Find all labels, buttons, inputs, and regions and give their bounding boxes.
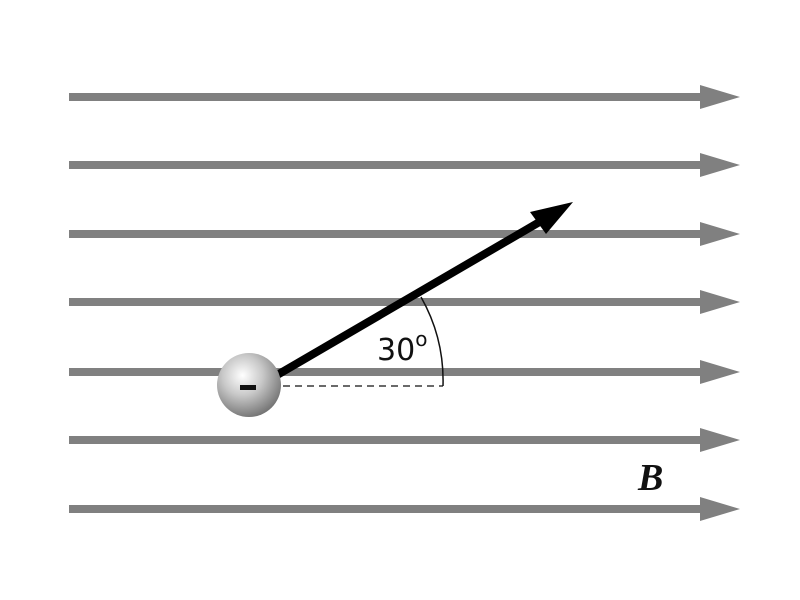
minus-sign-icon bbox=[240, 385, 256, 390]
field-line bbox=[69, 153, 740, 177]
charged-particle bbox=[217, 353, 281, 417]
field-line bbox=[69, 360, 740, 384]
field-line bbox=[69, 428, 740, 452]
velocity-arrowhead-icon bbox=[530, 202, 573, 234]
field-label-b: B bbox=[637, 457, 663, 499]
field-line bbox=[69, 290, 740, 314]
arrowhead-icon bbox=[700, 360, 740, 384]
field-line bbox=[69, 497, 740, 521]
arrowhead-icon bbox=[700, 497, 740, 521]
field-lines bbox=[69, 85, 740, 521]
arrowhead-icon bbox=[700, 153, 740, 177]
arrowhead-icon bbox=[700, 290, 740, 314]
angle-arc bbox=[420, 296, 444, 387]
arrowhead-icon bbox=[700, 222, 740, 246]
arrowhead-icon bbox=[700, 85, 740, 109]
velocity-vector bbox=[269, 202, 573, 382]
arrowhead-icon bbox=[700, 428, 740, 452]
field-line bbox=[69, 85, 740, 109]
field-line bbox=[69, 222, 740, 246]
angle-label: 30o bbox=[377, 327, 427, 368]
